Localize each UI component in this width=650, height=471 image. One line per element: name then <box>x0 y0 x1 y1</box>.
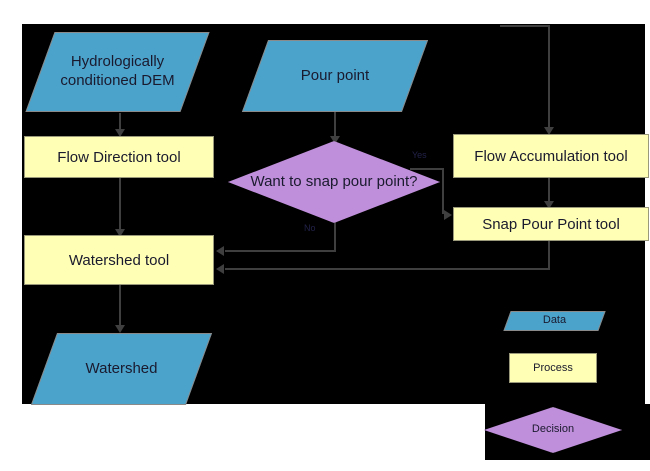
connector-flowacc-to-snaptool <box>548 177 550 207</box>
connector-decision-no-horizontal <box>225 250 336 252</box>
connector-decision-yes-vertical <box>442 168 444 214</box>
arrowhead-to-flowacc <box>544 127 554 135</box>
arrowhead-decision-yes <box>444 210 452 220</box>
node-watershed-output[interactable]: Watershed <box>30 333 213 405</box>
node-pour-point[interactable]: Pour point <box>241 40 429 112</box>
connector-dem-to-flowdir <box>119 113 121 135</box>
legend-label-decision: Decision <box>531 423 575 436</box>
node-hydrologically-conditioned-dem[interactable]: Hydrologically conditioned DEM <box>25 32 210 112</box>
legend-label-data: Data <box>542 314 567 327</box>
arrowhead-pourpoint-to-decision <box>330 136 340 144</box>
node-label-decision: Want to snap pour point? <box>250 172 418 190</box>
node-flow-accumulation-tool[interactable]: Flow Accumulation tool <box>453 134 649 178</box>
connector-flowdir-to-watershedtool <box>119 177 121 235</box>
node-label-watershed-output: Watershed <box>85 359 158 377</box>
connector-top-rail-to-flowacc <box>500 25 550 27</box>
arrowhead-flowacc-to-snaptool <box>544 201 554 209</box>
legend-item-process: Process <box>509 353 597 383</box>
legend-item-decision: Decision <box>484 407 622 453</box>
edge-label-yes: Yes <box>412 150 427 160</box>
connector-decision-yes-horizontal <box>410 168 444 170</box>
node-label-dem: Hydrologically conditioned DEM <box>60 53 175 89</box>
connector-decision-no-vertical <box>334 196 336 252</box>
arrowhead-snaptool-to-watershedtool <box>216 264 224 274</box>
arrowhead-dem-to-flowdir <box>115 129 125 137</box>
connector-snaptool-horizontal <box>225 268 550 270</box>
edge-label-no: No <box>304 223 316 233</box>
legend-item-data: Data <box>503 311 606 331</box>
connector-watershedtool-to-watershed <box>119 285 121 329</box>
connector-down-to-flowacc <box>548 25 550 133</box>
connector-snaptool-vertical <box>548 241 550 270</box>
node-watershed-tool[interactable]: Watershed tool <box>24 235 214 285</box>
arrowhead-flowdir-to-watershedtool <box>115 229 125 237</box>
arrowhead-decision-no <box>216 246 224 256</box>
node-decision-want-to-snap-pour-point[interactable]: Want to snap pour point? <box>228 141 440 223</box>
node-flow-direction-tool[interactable]: Flow Direction tool <box>24 136 214 178</box>
arrowhead-watershedtool-to-watershed <box>115 325 125 333</box>
node-label-pour-point: Pour point <box>300 66 370 84</box>
connector-pourpoint-to-decision <box>334 112 336 142</box>
node-snap-pour-point-tool[interactable]: Snap Pour Point tool <box>453 207 649 241</box>
